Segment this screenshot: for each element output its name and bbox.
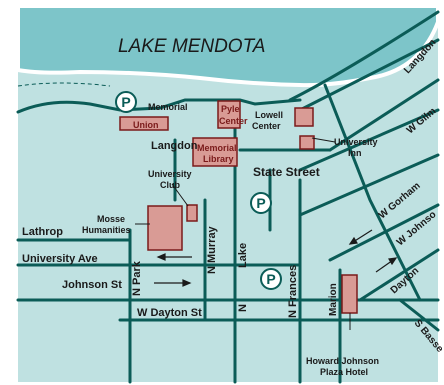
howard-johnson-building [341,274,358,314]
memorial-library-label-line1: Memorial [197,143,237,153]
parking-label-south: P [266,271,275,287]
shoreline-path [17,82,111,87]
lake-name-label: LAKE MENDOTA [118,36,265,57]
street-label-n-murray: N Murray [206,225,218,274]
memorial-library-label-line2: Library [203,154,234,164]
parking-marker-center [250,192,272,214]
northeast-shore-road [288,10,440,102]
parking-label-center: P [256,195,265,211]
pyle-center-label-line2: Center [219,116,248,126]
langdon-ne-road [298,38,440,112]
university-club-building [186,204,198,222]
pyle-center-label-line1: Pyle [221,104,240,114]
street-label-marion: Marion [328,283,339,316]
university-club-label-line1: University [148,169,192,179]
university-club-label-line2: Club [160,180,180,190]
street-label-n-frances: N Frances [287,265,299,318]
parking-markers: P P P [115,91,282,290]
lake-mendota-water [16,4,440,88]
mosse-humanities-label-line2: Humanities [82,225,131,235]
street-label-university-ave: University Ave [22,253,98,265]
direction-arrows [154,229,398,287]
lowell-center-label-line2: Center [252,121,281,131]
street-label-lake: Lake [237,243,249,268]
parking-marker-north [115,91,137,113]
memorial-union-building [119,116,169,131]
dayton-diag-road [328,203,440,262]
pyle-center-building [217,100,241,129]
university-inn-building [299,135,315,150]
parking-marker-south [260,268,282,290]
memorial-union-label-line1: Memorial [148,102,188,112]
lowell-center-label-line1: Lowell [255,110,283,120]
road-network [16,10,440,384]
mosse-humanities-label-line1: Mosse [97,214,125,224]
street-label-w-dayton: W Dayton St [137,307,202,319]
howard-johnson-label-line2: Plaza Hotel [320,367,368,377]
street-label-lathrop: Lathrop [22,226,63,238]
street-label-johnson-st: Johnson St [62,279,122,291]
north-south-diag-road [323,83,422,302]
lowell-center-building [294,107,314,127]
street-label-n-park: N Park [131,260,143,296]
mosse-humanities-building [147,205,183,251]
langdon-street-road [16,98,302,114]
university-inn-label-line1: University [334,137,378,147]
buildings [119,100,358,314]
memorial-union-label-line2: Union [133,120,159,130]
howard-johnson-label-line1: Howard Johnson [306,356,379,366]
s-bassett-lower-road [398,298,440,332]
w-johnson-diag-road [298,153,440,217]
s-bassett-road [358,248,440,302]
street-label-lake-n: N [237,304,249,312]
street-label-state-street: State Street [253,165,320,179]
parking-label-north: P [121,94,130,110]
leader-lines [135,137,351,330]
w-gorham-road [298,108,440,172]
memorial-library-building [192,137,238,167]
w-gilman-road [328,78,440,152]
street-label-langdon: Langdon [151,140,198,152]
university-inn-label-line2: Inn [348,148,362,158]
